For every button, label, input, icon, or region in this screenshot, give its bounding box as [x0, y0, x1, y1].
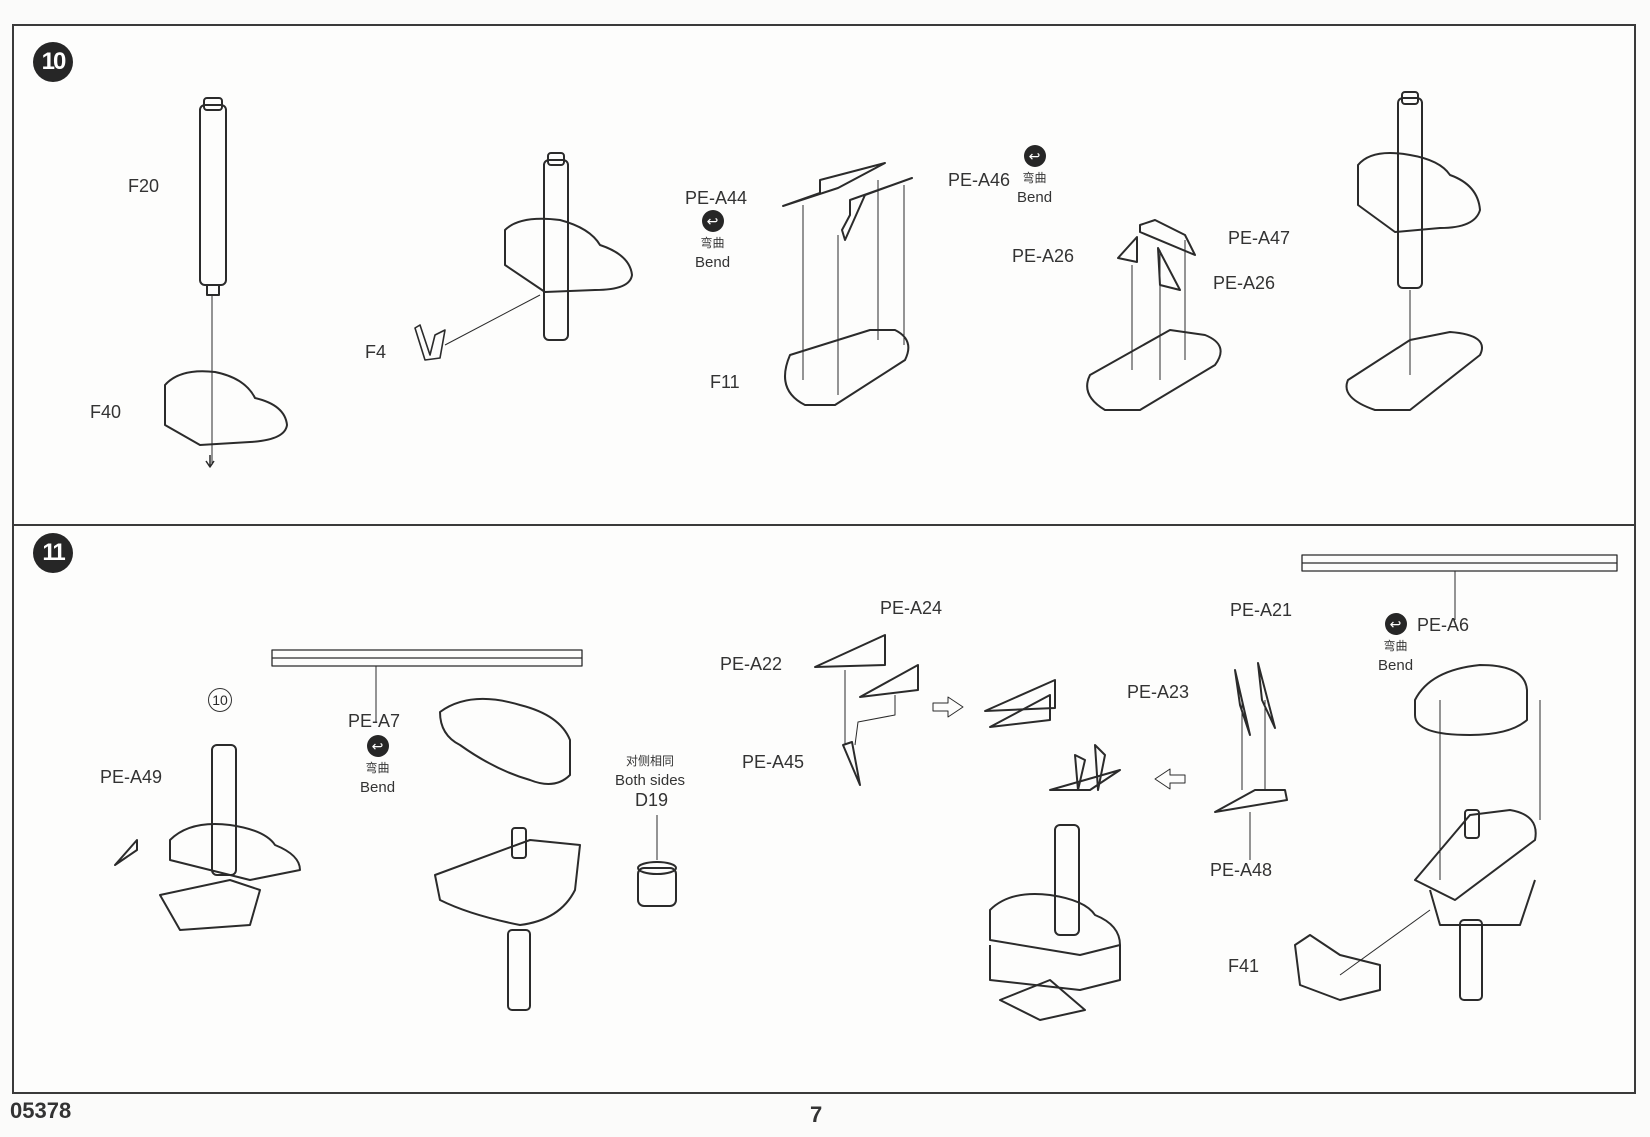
part-label-pe-a47: PE-A47: [1228, 228, 1291, 248]
bend-icon: ↩: [701, 210, 724, 232]
bend-icon: ↩: [366, 735, 389, 757]
bend-note: ↩ 弯曲 Bend: [695, 210, 730, 272]
part-label-pe-a44: PE-A44: [685, 188, 748, 208]
both-sides-note: 对侧相同 Both sides: [615, 754, 686, 789]
part-label-d19: D19: [635, 790, 669, 810]
step-number-badge: 10: [33, 42, 73, 82]
part-label-pe-a23: PE-A23: [1127, 682, 1190, 702]
bend-note: ↩ 弯曲 Bend: [360, 735, 395, 797]
part-label-pe-a6: PE-A6: [1417, 615, 1470, 635]
page-number: 7: [810, 1102, 823, 1127]
part-label-pe-a45: PE-A45: [742, 752, 805, 772]
step-number-badge: 11: [33, 533, 73, 573]
part-label-f40: F40: [90, 402, 122, 422]
part-label-pe-a46: PE-A46: [948, 170, 1011, 190]
part-label-f11: F11: [710, 372, 740, 392]
part-label-pe-a49: PE-A49: [100, 767, 163, 787]
part-label-pe-a21: PE-A21: [1230, 600, 1293, 620]
part-label-pe-a22: PE-A22: [720, 654, 783, 674]
part-label-f20: F20: [128, 176, 160, 196]
part-label-pe-a48: PE-A48: [1210, 860, 1273, 880]
bend-icon: ↩: [1384, 613, 1407, 635]
bend-icon: ↩: [1023, 145, 1046, 167]
step-reference-badge: 10: [208, 688, 232, 712]
bend-note: ↩ 弯曲 Bend: [1017, 145, 1052, 207]
part-label-pe-a26-left: PE-A26: [1012, 246, 1075, 266]
bend-note: ↩ 弯曲 Bend: [1378, 613, 1413, 675]
part-label-f4: F4: [365, 342, 387, 362]
part-label-f41: F41: [1228, 956, 1260, 976]
step-11-panel: [12, 524, 1636, 1094]
part-label-pe-a7: PE-A7: [348, 711, 401, 731]
part-label-pe-a26-right: PE-A26: [1213, 273, 1276, 293]
part-label-pe-a24: PE-A24: [880, 598, 943, 618]
product-code: 05378: [10, 1098, 72, 1123]
step-10-panel: [12, 24, 1636, 526]
